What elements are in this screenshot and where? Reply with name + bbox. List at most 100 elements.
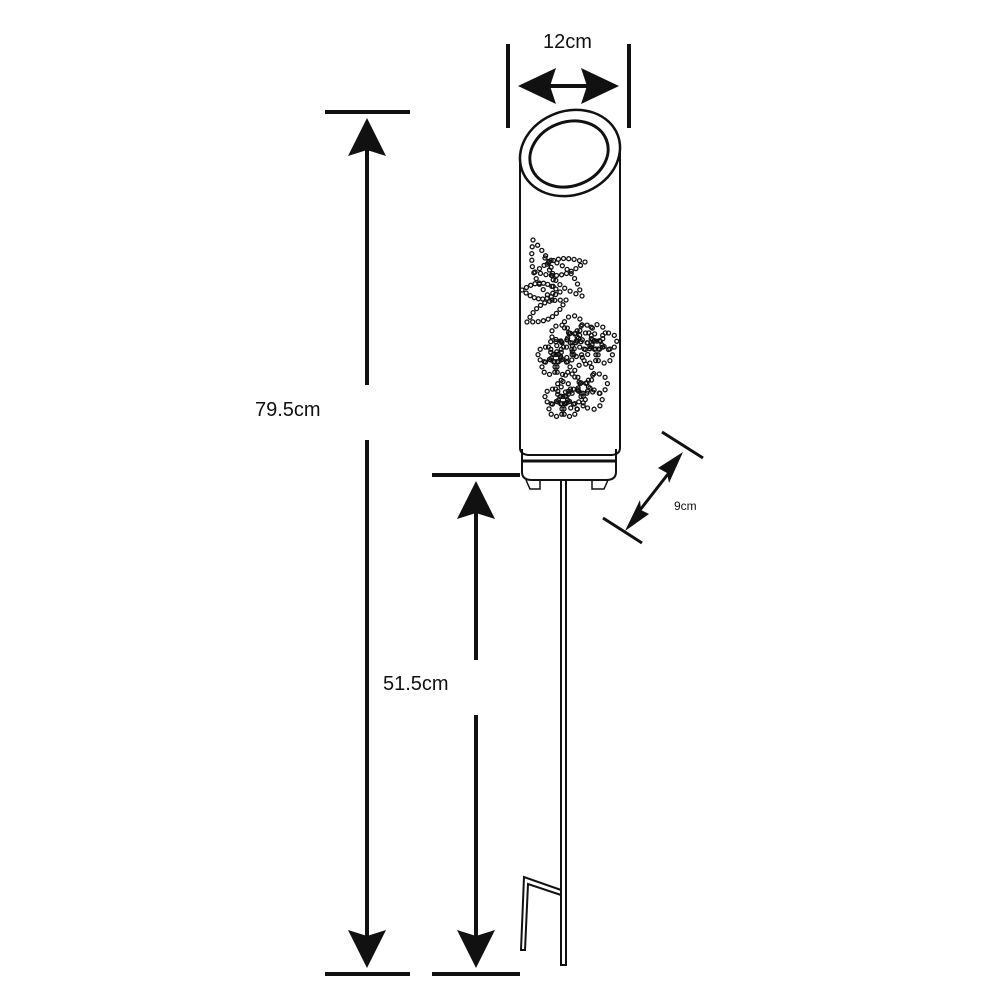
perforation-dot xyxy=(584,322,590,328)
perforation-dot xyxy=(552,369,558,375)
perforation-dot xyxy=(552,297,558,304)
perforation-dot xyxy=(588,377,595,383)
perforation-dot xyxy=(573,330,579,336)
perforation-dot xyxy=(558,401,564,407)
perforation-dot xyxy=(591,387,597,393)
perforation-dot xyxy=(555,388,561,394)
perforation-dot xyxy=(553,336,559,343)
perforation-dot xyxy=(548,355,555,361)
perforation-dot xyxy=(568,405,574,411)
perforation-dot xyxy=(554,364,560,370)
perforation-dot xyxy=(557,306,563,313)
perforation-dot xyxy=(580,403,586,409)
perforation-dot xyxy=(571,351,577,358)
perforation-dot xyxy=(584,405,591,411)
depth-dimension-line xyxy=(638,473,670,511)
perforation-dot xyxy=(560,255,567,262)
perforation-dot xyxy=(602,374,608,380)
perforation-dot xyxy=(537,346,543,352)
perforated-leaf-pattern xyxy=(519,237,620,420)
perforation-dot xyxy=(553,310,560,317)
perforation-dot xyxy=(607,346,613,352)
perforation-dot xyxy=(573,291,579,297)
perforation-dot xyxy=(537,357,543,363)
perforation-dot xyxy=(564,354,570,361)
perforation-dot xyxy=(559,371,566,378)
stake-height-arrow-down xyxy=(457,930,495,968)
perforation-dot xyxy=(577,316,583,322)
perforation-dot xyxy=(554,369,560,375)
perforation-dot xyxy=(576,388,582,394)
perforation-dot xyxy=(533,305,540,312)
perforation-dot xyxy=(564,325,570,331)
perforation-dot xyxy=(572,374,578,380)
perforation-dot xyxy=(536,280,542,286)
perforation-dot xyxy=(529,244,535,250)
perforation-dot xyxy=(577,262,584,269)
total-height-dimension xyxy=(325,110,410,976)
perforation-dot xyxy=(577,344,583,350)
perforation-dot xyxy=(544,388,550,394)
perforation-dot xyxy=(604,380,611,387)
perforation-dot xyxy=(560,393,566,400)
perforation-dot xyxy=(559,322,565,328)
perforation-dot xyxy=(596,346,603,352)
perforation-dot xyxy=(559,406,565,412)
perforation-dot xyxy=(577,332,583,339)
perforation-dot xyxy=(540,280,547,286)
perforation-dot xyxy=(549,401,556,407)
perforation-dot xyxy=(537,302,544,309)
perforation-dot xyxy=(562,372,569,378)
perforation-dot xyxy=(557,355,564,361)
perforation-dot xyxy=(585,340,591,346)
perforation-dot xyxy=(565,388,571,394)
perforation-dot xyxy=(555,351,561,357)
perforation-dot xyxy=(548,411,554,417)
perforation-dot xyxy=(553,323,559,329)
perforation-dot xyxy=(578,393,584,400)
perforation-dot xyxy=(578,380,584,386)
perforation-dot xyxy=(579,293,585,299)
perforation-dot xyxy=(561,411,567,417)
stake-fork xyxy=(519,875,562,951)
perforation-dot xyxy=(564,266,570,273)
perforation-dot xyxy=(588,364,595,371)
perforation-dot xyxy=(542,344,549,350)
perforation-dot xyxy=(553,413,560,420)
perforation-dot xyxy=(567,288,573,294)
perforation-dot xyxy=(587,385,593,391)
perforation-dot xyxy=(523,290,529,296)
depth-dimension xyxy=(602,430,704,545)
stake-height-label: 51.5cm xyxy=(383,673,449,695)
base-clip-right xyxy=(591,479,609,490)
perforation-dot xyxy=(546,371,553,378)
perforation-dot xyxy=(574,338,580,344)
depth-label: 9cm xyxy=(674,499,697,513)
perforation-dot xyxy=(599,342,605,348)
perforation-dot xyxy=(572,367,578,374)
perforation-dot xyxy=(528,282,534,288)
perforation-dot xyxy=(555,381,561,387)
perforation-dot xyxy=(569,351,575,358)
perforation-dot xyxy=(560,302,566,308)
perforation-dot xyxy=(596,338,603,344)
perforation-dot xyxy=(596,371,602,377)
perforation-dot xyxy=(535,296,542,302)
perforation-dot xyxy=(529,263,536,270)
perforation-dot xyxy=(573,265,579,272)
perforation-dot xyxy=(597,390,603,396)
perforation-dot xyxy=(527,292,533,299)
perforation-dot xyxy=(561,406,567,412)
perforation-dot xyxy=(595,352,601,358)
perforation-dot xyxy=(569,371,575,377)
perforation-dot xyxy=(563,344,570,350)
perforation-dot xyxy=(584,380,590,386)
perforation-dot xyxy=(589,342,595,348)
perforation-dot xyxy=(577,287,583,293)
perforation-dot xyxy=(590,372,596,378)
solar-panel-cap-inner xyxy=(528,119,610,189)
perforation-dot xyxy=(578,323,584,329)
stake-height-arrow-up xyxy=(457,481,495,519)
perforation-dot xyxy=(536,265,543,272)
